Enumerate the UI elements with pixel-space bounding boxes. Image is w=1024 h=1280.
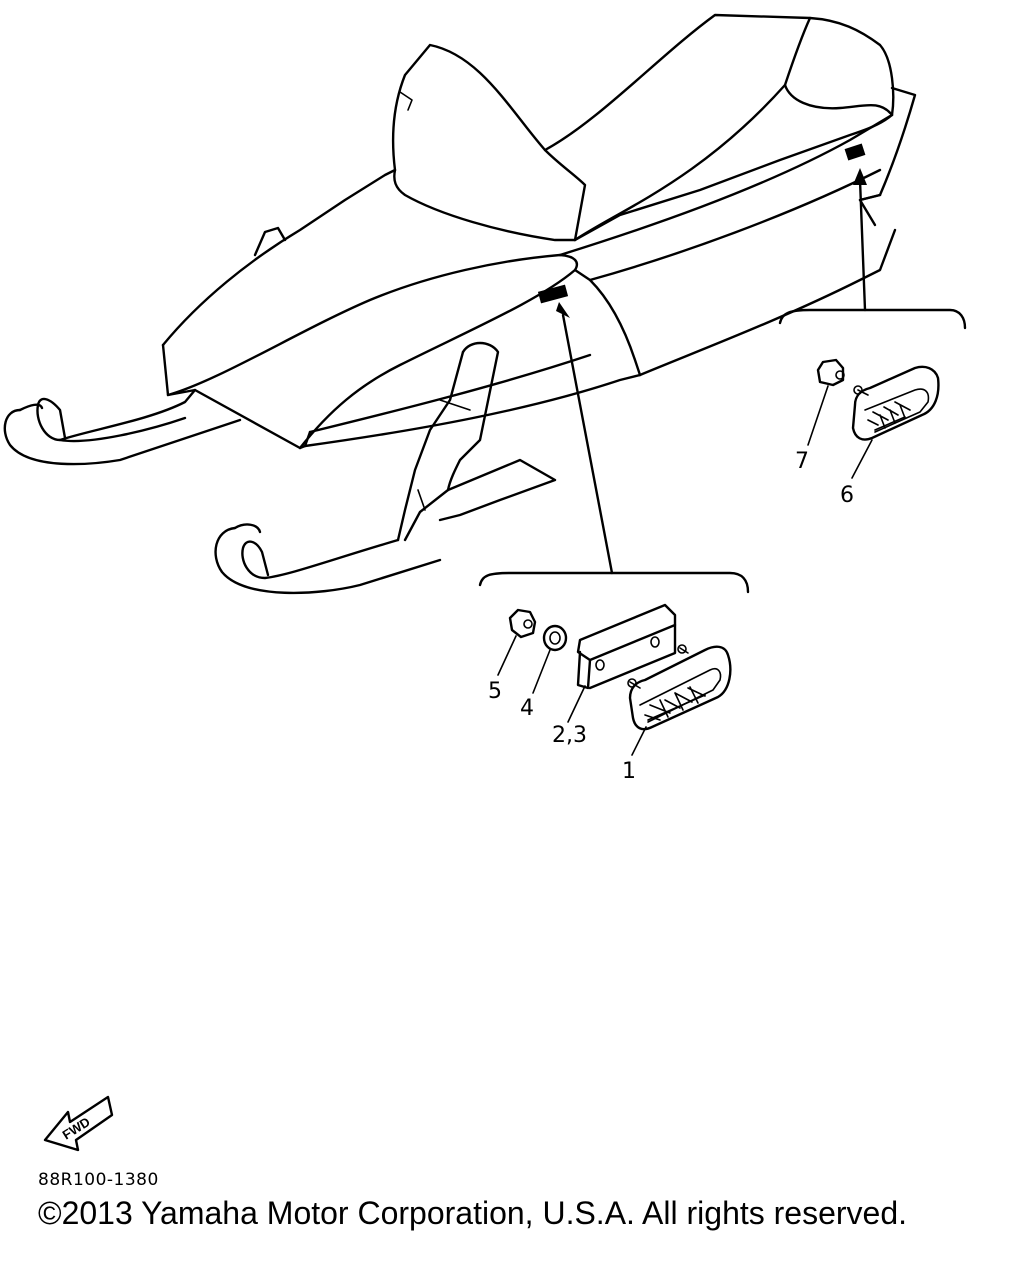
snowmobile-body — [161, 13, 917, 450]
right-ski-and-strut — [214, 341, 557, 595]
leader-2-3 — [567, 685, 586, 723]
rear-arrow-head — [853, 168, 867, 185]
callout-4: 4 — [520, 696, 534, 721]
part-4-washer — [542, 624, 568, 652]
leader-5 — [497, 635, 517, 676]
callout-6: 6 — [840, 483, 854, 508]
front-reflector-bracket — [478, 302, 750, 594]
part-2-3-gasket — [576, 603, 677, 690]
front-leader-arrow-line — [561, 313, 614, 575]
callout-2-3: 2,3 — [552, 723, 587, 748]
copyright-notice: ©2013 Yamaha Motor Corporation, U.S.A. A… — [38, 1195, 908, 1231]
leader-7 — [807, 385, 829, 446]
rear-leader-arrow-line — [858, 178, 867, 312]
left-ski — [3, 388, 242, 466]
front-reflector-location-mark — [537, 284, 569, 304]
front-arrow-head — [556, 302, 570, 318]
part-5-nut — [508, 608, 537, 639]
fwd-label: FWD — [60, 1114, 93, 1142]
forward-direction-arrow-icon: FWD — [43, 1095, 114, 1152]
leader-4 — [532, 649, 551, 694]
part-1-front-reflector — [627, 644, 732, 731]
leader-1 — [631, 726, 647, 756]
drawing-code: 88R100-1380 — [38, 1170, 159, 1190]
callout-7: 7 — [795, 449, 809, 474]
callout-1: 1 — [622, 759, 636, 784]
rear-reflector-location-mark — [844, 143, 866, 161]
leader-6 — [851, 439, 873, 479]
rear-reflector-bracket — [778, 168, 967, 330]
callout-5: 5 — [488, 679, 502, 704]
part-6-rear-reflector — [851, 365, 940, 441]
part-7-nut — [816, 358, 845, 387]
